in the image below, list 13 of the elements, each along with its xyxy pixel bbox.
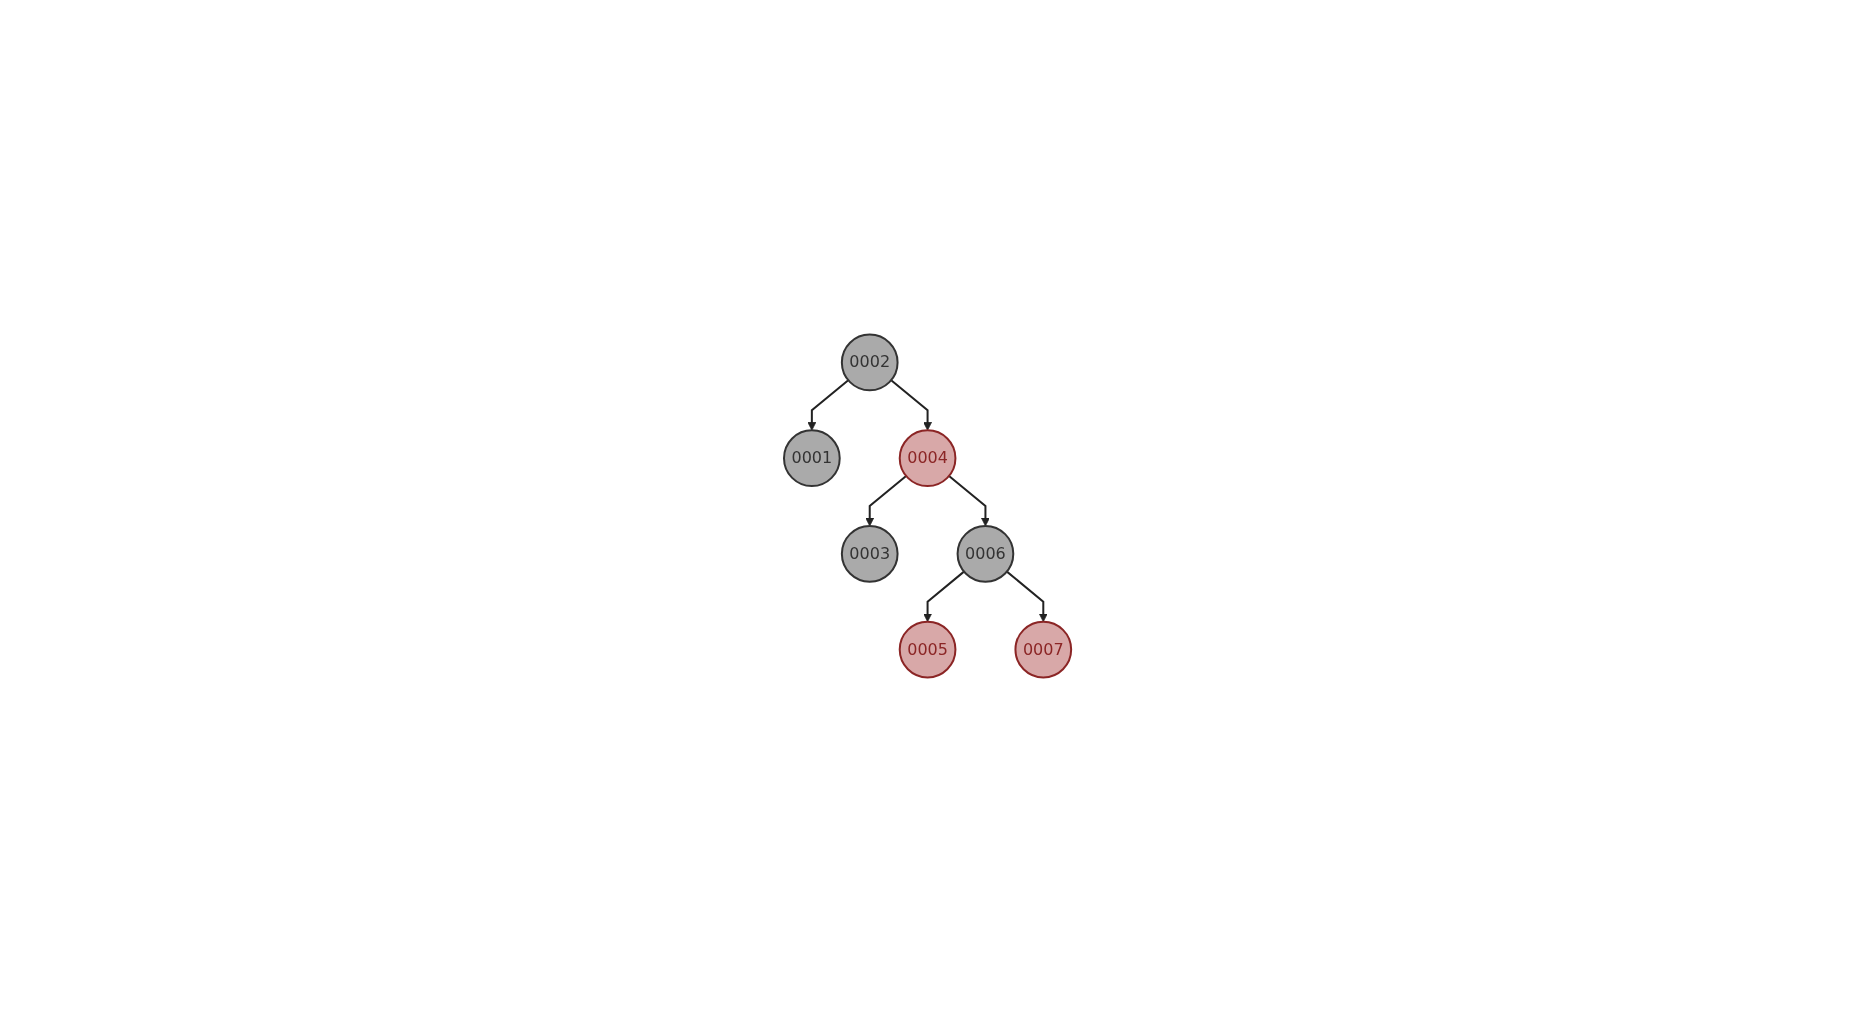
arrow	[923, 570, 965, 623]
node-circle: 0003	[840, 525, 899, 583]
node-circle: 0007	[1014, 620, 1073, 679]
arrow	[807, 379, 850, 431]
arrow	[947, 474, 990, 527]
arrow	[1005, 570, 1048, 623]
node-circle: 0002	[840, 333, 899, 392]
node-circle: 0004	[898, 429, 957, 487]
arrow	[890, 379, 932, 431]
node-circle: 0005	[898, 620, 957, 679]
arrow	[865, 474, 908, 527]
node-circle: 0001	[782, 429, 841, 487]
node-circle: 0006	[956, 525, 1015, 583]
